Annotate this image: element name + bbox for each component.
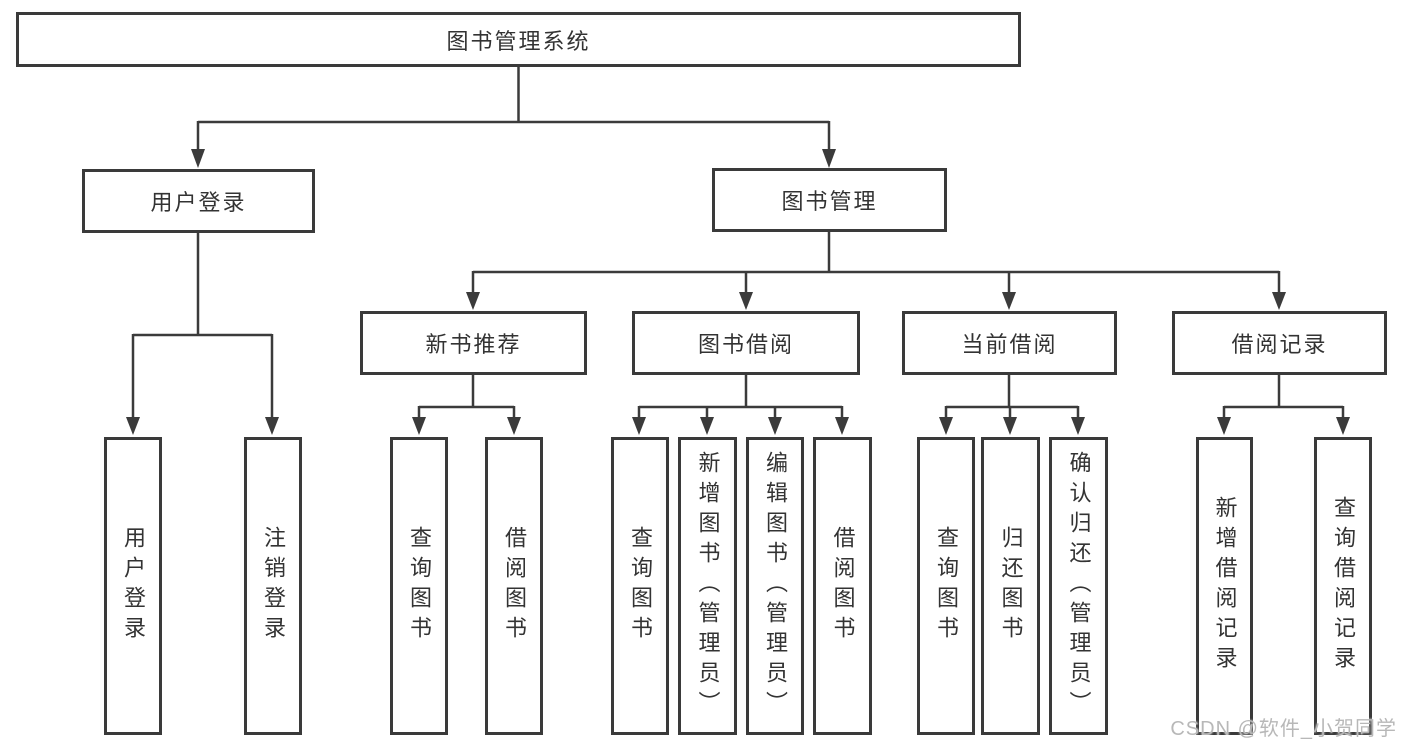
- arrow-down-icon: [739, 292, 753, 310]
- arrow-down-icon: [1217, 417, 1231, 435]
- leaf-label: 注销登录: [261, 526, 286, 646]
- node-label: 借阅记录: [1231, 332, 1328, 357]
- arrow-down-icon: [412, 417, 426, 435]
- leaf-borrow-books: 借阅图书: [813, 437, 872, 735]
- arrow-down-icon: [835, 417, 849, 435]
- arrow-down-icon: [1071, 417, 1085, 435]
- arrow-down-icon: [768, 417, 782, 435]
- leaf-label: 借阅图书: [502, 526, 527, 646]
- arrow-down-icon: [700, 417, 714, 435]
- node-label: 图书管理系统: [446, 28, 591, 54]
- arrow-down-icon: [507, 417, 521, 435]
- node-borrowing-records: 借阅记录: [1172, 311, 1387, 375]
- arrow-down-icon: [939, 417, 953, 435]
- node-book-management: 图书管理: [712, 168, 947, 232]
- leaf-label: 借阅图书: [830, 526, 856, 646]
- leaf-label: 查询图书: [934, 526, 959, 646]
- leaf-query-books-borrow: 查询图书: [611, 437, 669, 735]
- leaf-query-books-current: 查询图书: [917, 437, 975, 735]
- leaf-label: 归还图书: [998, 526, 1024, 646]
- node-label: 新书推荐: [425, 332, 522, 357]
- leaf-add-borrow-record: 新增借阅记录: [1196, 437, 1253, 735]
- arrow-down-icon: [1003, 417, 1017, 435]
- arrow-down-icon: [1336, 417, 1350, 435]
- leaf-logout: 注销登录: [244, 437, 302, 735]
- leaf-label: 新增图书（管理员）: [695, 451, 721, 721]
- leaf-label: 编辑图书（管理员）: [763, 451, 788, 721]
- leaf-label: 新增借阅记录: [1212, 496, 1238, 676]
- arrow-down-icon: [126, 417, 140, 435]
- arrow-down-icon: [1002, 292, 1016, 310]
- arrow-down-icon: [1272, 292, 1286, 310]
- arrow-down-icon: [822, 149, 836, 168]
- node-label: 用户登录: [150, 190, 247, 215]
- node-new-book-recommendation: 新书推荐: [360, 311, 587, 375]
- leaf-add-books-admin: 新增图书（管理员）: [678, 437, 737, 735]
- csdn-watermark: CSDN @软件_小贺同学: [1170, 718, 1397, 740]
- leaf-query-books-recommend: 查询图书: [390, 437, 448, 735]
- node-library-management-system: 图书管理系统: [16, 12, 1021, 67]
- leaf-borrow-books-recommend: 借阅图书: [485, 437, 543, 735]
- node-label: 图书管理: [781, 189, 878, 214]
- leaf-label: 查询图书: [407, 526, 432, 646]
- leaf-return-books: 归还图书: [981, 437, 1040, 735]
- node-user-login: 用户登录: [82, 169, 315, 233]
- leaf-label: 用户登录: [121, 526, 146, 646]
- node-book-borrowing: 图书借阅: [632, 311, 860, 375]
- arrow-down-icon: [632, 417, 646, 435]
- node-current-borrowing: 当前借阅: [902, 311, 1117, 375]
- arrowhead-group: [126, 149, 1350, 435]
- arrow-down-icon: [191, 149, 205, 168]
- leaf-label: 查询图书: [628, 526, 653, 646]
- node-label: 图书借阅: [697, 332, 794, 357]
- leaf-user-login: 用户登录: [104, 437, 162, 735]
- leaf-edit-books-admin: 编辑图书（管理员）: [746, 437, 804, 735]
- leaf-label: 确认归还（管理员）: [1066, 451, 1092, 721]
- leaf-query-borrow-record: 查询借阅记录: [1314, 437, 1372, 735]
- leaf-label: 查询借阅记录: [1331, 496, 1356, 676]
- arrow-down-icon: [265, 417, 279, 435]
- node-label: 当前借阅: [961, 332, 1058, 357]
- arrow-down-icon: [466, 292, 480, 310]
- leaf-confirm-return-admin: 确认归还（管理员）: [1049, 437, 1108, 735]
